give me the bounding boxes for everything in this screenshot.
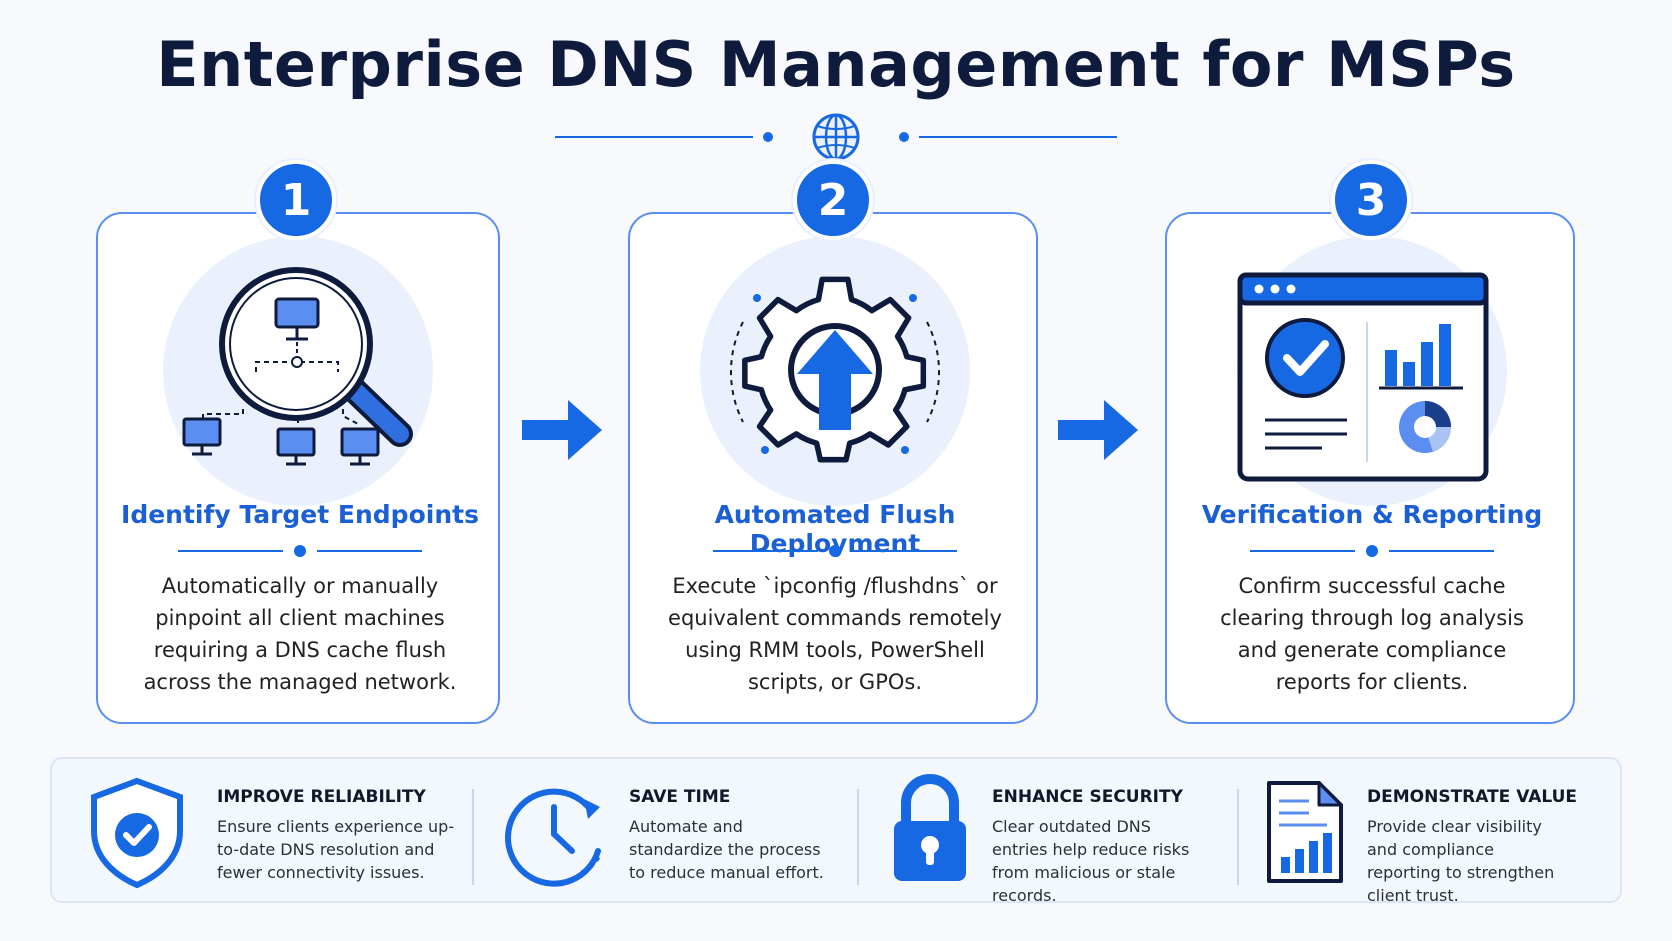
benefit-separator: [1237, 789, 1239, 885]
arrow-right-icon: [522, 400, 602, 460]
page-title: Enterprise DNS Management for MSPs: [156, 28, 1516, 101]
step-divider: [178, 545, 422, 557]
benefit-title: DEMONSTRATE VALUE: [1367, 787, 1578, 807]
globe-icon: [812, 113, 860, 161]
step-title: Automated Flush Deployment: [714, 500, 956, 558]
step-number-badge-2: 2: [793, 160, 873, 240]
arrow-right-icon: [1058, 400, 1138, 460]
benefit-separator: [472, 789, 474, 885]
benefit-text: Ensure clients experience up-to-date DNS…: [217, 817, 455, 882]
step-divider: [1250, 545, 1494, 557]
step-number-badge-1: 1: [256, 160, 336, 240]
step-number-badge-3: 3: [1331, 160, 1411, 240]
dashboard-report-icon: [1237, 272, 1489, 482]
step-description: Automatically or manually pinpoint all c…: [143, 574, 457, 694]
benefit-text: Automate and standardize the process to …: [629, 817, 824, 882]
step-card-2: Automated Flush Deployment Execute `ipco…: [628, 212, 1038, 724]
gear-upload-icon: [729, 276, 941, 463]
benefit-title: IMPROVE RELIABILITY: [217, 787, 426, 807]
benefit-text: Provide clear visibility and compliance …: [1367, 817, 1555, 905]
title-divider: [555, 113, 1117, 161]
step-description: Confirm successful cache clearing throug…: [1220, 574, 1524, 694]
step-card-3: Verification & Reporting Confirm success…: [1165, 212, 1575, 724]
padlock-icon: [894, 774, 966, 881]
benefits-panel: IMPROVE RELIABILITY Ensure clients exper…: [50, 757, 1622, 905]
benefit-text: Clear outdated DNS entries help reduce r…: [992, 817, 1190, 905]
shield-check-icon: [91, 777, 183, 889]
benefit-separator: [857, 789, 859, 885]
step-title: Identify Target Endpoints: [121, 500, 479, 529]
benefit-title: ENHANCE SECURITY: [992, 787, 1183, 807]
step-description: Execute `ipconfig /flushdns` or equivale…: [668, 574, 1002, 694]
report-document-icon: [1267, 781, 1343, 883]
magnifier-network-icon: [182, 267, 413, 466]
benefit-title: SAVE TIME: [629, 787, 731, 807]
clock-icon: [505, 788, 601, 887]
step-title: Verification & Reporting: [1201, 500, 1543, 529]
step-divider: [713, 545, 957, 557]
step-card-1: Identify Target Endpoints Automatically …: [96, 212, 500, 724]
